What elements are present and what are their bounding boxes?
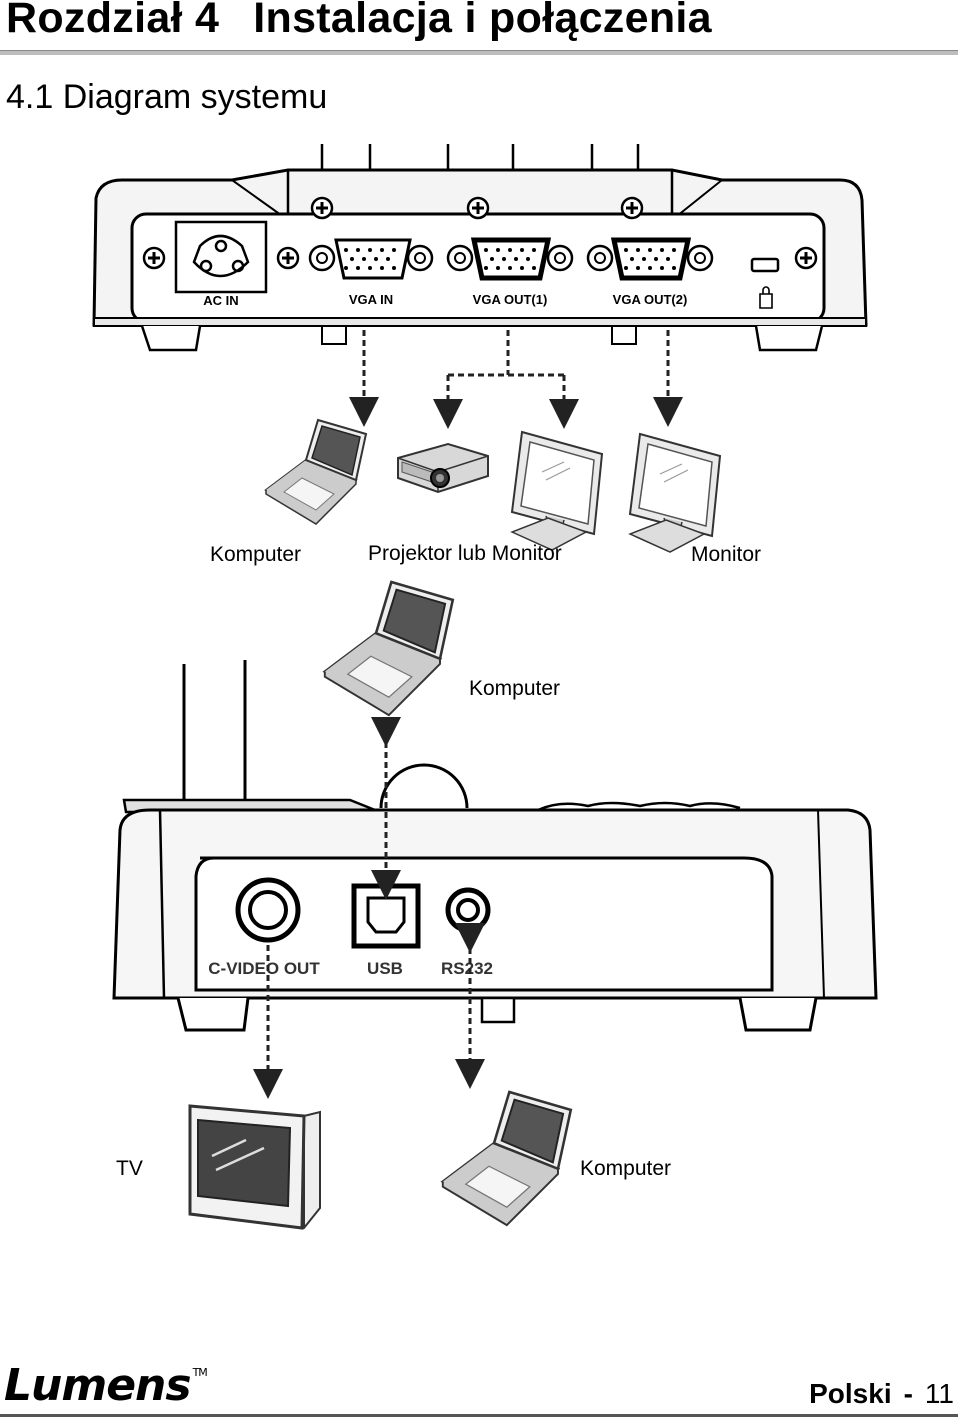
kensington-lock-icon: [759, 286, 773, 309]
device-label-computer: Komputer: [210, 543, 302, 566]
vga-in-connector: [308, 238, 434, 280]
port-label-vga-out1: VGA OUT(1): [473, 292, 548, 307]
chapter-name: Instalacja i połączenia: [253, 0, 712, 42]
trademark-mark: TM: [192, 1366, 208, 1379]
monitor-icon: [629, 433, 721, 553]
port-label-vga-out2: VGA OUT(2): [613, 292, 688, 307]
device-label-computer-rs232: Komputer: [580, 1157, 672, 1180]
header-rule: [0, 50, 958, 55]
bottom-connection-arrows: [253, 717, 485, 1099]
chapter-number: Rozdział 4: [6, 0, 220, 42]
device-label-computer-usb: Komputer: [469, 677, 561, 700]
port-label-usb: USB: [367, 959, 403, 978]
laptop-icon: [265, 419, 367, 525]
tv-icon: [188, 1104, 321, 1230]
port-label-vga-in: VGA IN: [349, 292, 393, 307]
page-footer: Polski-11: [809, 1378, 954, 1410]
footer-rule: [0, 1414, 958, 1417]
logo-wordmark: Lumens: [4, 1360, 192, 1411]
document-camera-side-panel: C-VIDEO OUT USB RS232: [112, 660, 878, 1032]
section-title: 4.1 Diagram systemu: [6, 78, 328, 116]
projector-icon: [397, 442, 489, 494]
device-label-monitor: Monitor: [691, 543, 762, 566]
footer-language: Polski: [809, 1378, 892, 1409]
laptop-icon: [441, 1090, 573, 1227]
page-number: 11: [924, 1378, 954, 1409]
monitor-icon: [511, 431, 603, 551]
vga-out1-connector: [446, 237, 574, 281]
device-label-projector-or-monitor: Projektor lub Monitor: [368, 542, 562, 565]
port-label-rs232: RS232: [441, 959, 493, 978]
device-label-tv: TV: [116, 1157, 143, 1180]
port-label-cvideo-out: C-VIDEO OUT: [208, 959, 320, 978]
laptop-icon: [323, 580, 455, 717]
document-camera-rear-panel: AC IN VGA IN VGA OUT(1) VGA OUT(2): [92, 144, 868, 352]
top-connection-arrows: [349, 330, 683, 429]
port-label-ac-in: AC IN: [203, 293, 238, 308]
chapter-title: Rozdział 4 Instalacja i połączenia: [6, 0, 712, 43]
vga-out2-connector: [586, 237, 714, 281]
footer-separator: -: [903, 1378, 913, 1409]
